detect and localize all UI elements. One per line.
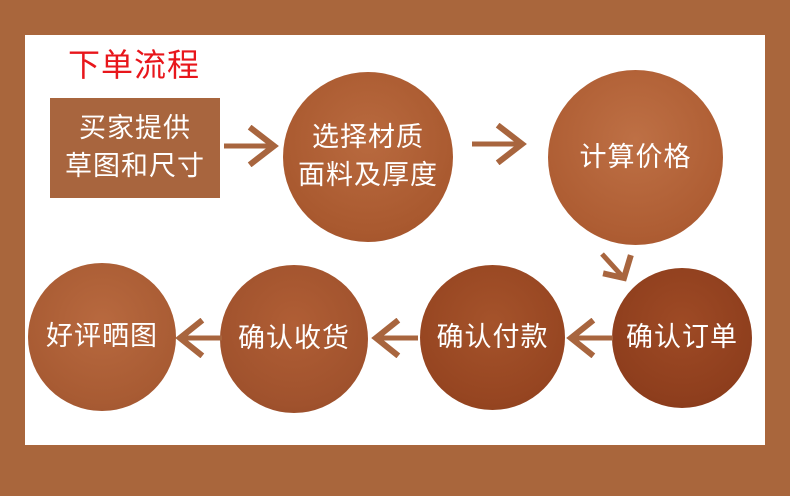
- step-choose-material: 选择材质 面料及厚度: [283, 72, 453, 242]
- step-label-line: 好评晒图: [46, 321, 158, 352]
- step-confirm-order: 确认订单: [612, 268, 752, 408]
- step-confirm-payment: 确认付款: [420, 265, 565, 410]
- arrow-left-icon: [175, 318, 222, 358]
- arrow-right-icon: [472, 123, 527, 165]
- step-label-line: 草图和尺寸: [65, 151, 205, 182]
- arrow-down-right-icon: [600, 252, 634, 282]
- step-label-line: 选择材质: [312, 122, 424, 153]
- step-confirm-receipt: 确认收货: [220, 265, 368, 413]
- step-label-line: 面料及厚度: [298, 160, 438, 191]
- step-buyer-provides-sketch: 买家提供 草图和尺寸: [50, 98, 220, 198]
- page-title: 下单流程: [68, 46, 201, 84]
- step-review-photos: 好评晒图: [28, 263, 176, 411]
- step-label-line: 确认付款: [436, 321, 549, 353]
- arrow-left-icon: [371, 318, 418, 358]
- step-label-line: 买家提供: [79, 113, 191, 144]
- step-calculate-price: 计算价格: [548, 70, 723, 245]
- step-label-line: 确认订单: [626, 322, 738, 353]
- step-label-line: 确认收货: [238, 323, 350, 354]
- arrow-left-icon: [566, 318, 613, 358]
- step-label-line: 计算价格: [579, 141, 692, 173]
- arrow-right-icon: [224, 125, 279, 167]
